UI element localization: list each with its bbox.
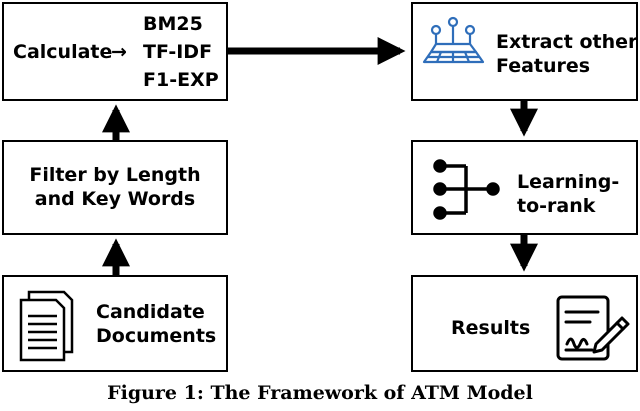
metric-tf-idf: TF-IDF — [143, 41, 213, 63]
extract-line-2: Features — [496, 55, 591, 77]
calculate-box — [2, 2, 228, 101]
extract-label: Extract other Features — [496, 30, 637, 78]
candidate-line-1: Candidate — [96, 301, 205, 323]
filter-line-1: Filter by Length — [29, 164, 201, 186]
candidate-line-2: Documents — [96, 325, 217, 347]
flow-branch-icon — [433, 159, 500, 220]
ltr-label: Learning- to-rank — [517, 170, 619, 218]
ltr-line-1: Learning- — [517, 171, 620, 193]
filter-line-2: and Key Words — [34, 188, 196, 210]
results-label: Results — [451, 317, 531, 339]
ltr-line-2: to-rank — [517, 195, 596, 217]
calculate-arrow: → — [111, 41, 127, 63]
layered-network-icon — [422, 16, 485, 64]
candidate-label: Candidate Documents — [96, 300, 216, 348]
extract-line-1: Extract other — [496, 31, 638, 53]
metric-f1-exp: F1-EXP — [143, 69, 219, 91]
documents-icon — [19, 290, 74, 362]
calculate-label: Calculate — [13, 41, 113, 63]
filter-label: Filter by Length and Key Words — [2, 163, 228, 211]
metric-bm25: BM25 — [143, 13, 203, 35]
figure-caption: Figure 1: The Framework of ATM Model — [107, 382, 533, 404]
results-box — [411, 275, 638, 372]
signed-document-icon — [556, 295, 630, 361]
filter-box — [2, 140, 228, 235]
